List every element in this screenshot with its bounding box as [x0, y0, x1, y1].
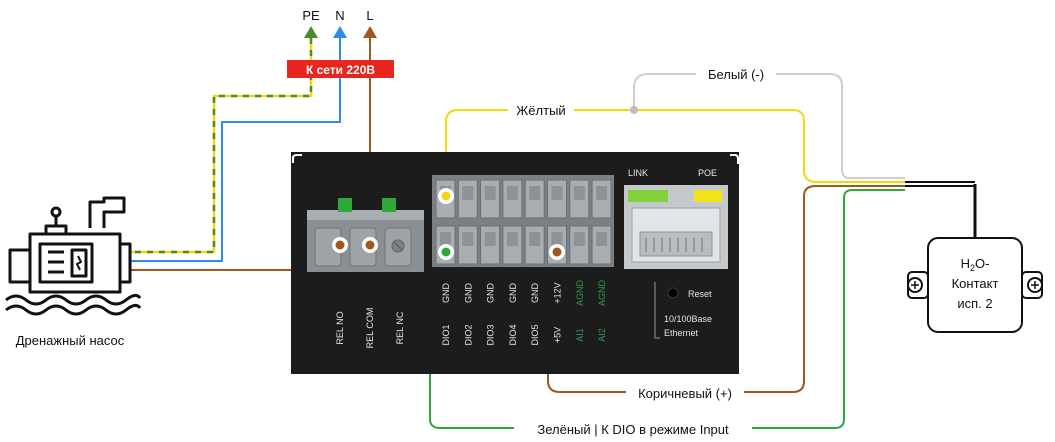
relay-label: REL NC	[395, 311, 405, 344]
terminal-slot	[551, 232, 563, 246]
sensor-label-line1: H2O-	[961, 256, 990, 273]
dio-bottom-label: DIO5	[530, 324, 540, 345]
dio-bottom-label: +5V	[553, 327, 563, 343]
dio-bottom-label: DIO4	[508, 324, 518, 345]
wire-junction	[630, 106, 638, 114]
relay-label: REL NO	[335, 311, 345, 344]
link-label: LINK	[628, 168, 648, 178]
terminal-slot	[551, 186, 563, 200]
dio-top-labels: GND GND GND GND GND +12V AGND AGND	[441, 280, 607, 307]
yellow-wire	[445, 109, 905, 196]
poe-label: POE	[698, 168, 717, 178]
relay-labels: REL NO REL COM REL NC	[335, 308, 405, 349]
terminal-slot	[462, 186, 474, 200]
dio-top-label: GND	[508, 283, 518, 304]
dio-bottom-label: DIO3	[486, 324, 496, 345]
pump-label: Дренажный насос	[16, 333, 125, 348]
terminal-slot	[573, 186, 585, 200]
pe-wire	[130, 38, 313, 254]
ethernet-port-icon	[624, 185, 728, 269]
dio-bottom-labels: DIO1 DIO2 DIO3 DIO4 DIO5 +5V AI1 AI2	[441, 324, 607, 345]
phase-n-label: N	[335, 8, 344, 23]
dio-top-label: AGND	[597, 280, 607, 307]
terminal-slot	[573, 232, 585, 246]
dio-bottom-label: AI2	[597, 328, 607, 342]
dio-terminal-block	[432, 175, 614, 267]
dio-bottom-label: DIO2	[463, 324, 473, 345]
arrow-up-icon	[304, 26, 377, 38]
terminal-slot	[484, 232, 496, 246]
dio-top-label: GND	[486, 283, 496, 304]
reset-button[interactable]	[667, 287, 679, 299]
terminal-slot	[506, 186, 518, 200]
white-wire	[633, 73, 905, 179]
phase-l-label: L	[366, 8, 373, 23]
brown-wire	[547, 185, 905, 393]
white-wire-label: Белый (-)	[708, 67, 764, 82]
dio-top-label: GND	[463, 283, 473, 304]
n-wire	[130, 38, 341, 262]
phase-pe-label: PE	[302, 8, 320, 23]
terminal-slot	[529, 232, 541, 246]
terminal-slot	[596, 232, 608, 246]
dio-top-label: AGND	[575, 280, 585, 307]
ethernet-label-1: 10/100Base	[664, 314, 712, 324]
terminal-slot	[462, 232, 474, 246]
sensor-icon	[907, 237, 1043, 333]
sensor-label-line3: исп. 2	[957, 296, 992, 311]
dio-bottom-label: DIO1	[441, 324, 451, 345]
terminal-slot	[484, 186, 496, 200]
mains-badge	[287, 60, 394, 78]
dio-terminal-dots	[438, 188, 565, 260]
dio-top-label: GND	[530, 283, 540, 304]
reset-label: Reset	[688, 289, 712, 299]
brown-wire-label: Коричневый (+)	[638, 386, 732, 401]
green-wire-label: Зелёный | К DIO в режиме Input	[537, 422, 729, 437]
relay-label: REL COM	[365, 308, 375, 349]
terminal-slot	[440, 232, 451, 246]
terminal-slot	[506, 232, 518, 246]
dio-top-label: +12V	[553, 282, 563, 303]
pump-icon	[5, 196, 142, 316]
ethernet-label-2: Ethernet	[664, 328, 699, 338]
terminal-slot	[529, 186, 541, 200]
dio-top-label: GND	[441, 283, 451, 304]
green-wire	[429, 189, 905, 429]
yellow-wire-label: Жёлтый	[516, 103, 565, 118]
relay-terminal-dots	[332, 237, 378, 253]
terminal-block-icon	[307, 198, 424, 272]
mains-label: К сети 220В	[306, 63, 375, 77]
terminal-slot	[596, 186, 608, 200]
sensor-label-line2: Контакт	[952, 276, 999, 291]
dio-bottom-label: AI1	[575, 328, 585, 342]
